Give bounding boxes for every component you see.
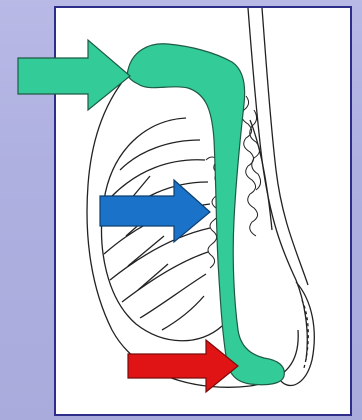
red-arrow-icon <box>128 340 238 392</box>
ductus-deferens-coil <box>280 282 314 386</box>
green-arrow-icon <box>18 40 130 110</box>
testis-septa <box>104 140 210 330</box>
